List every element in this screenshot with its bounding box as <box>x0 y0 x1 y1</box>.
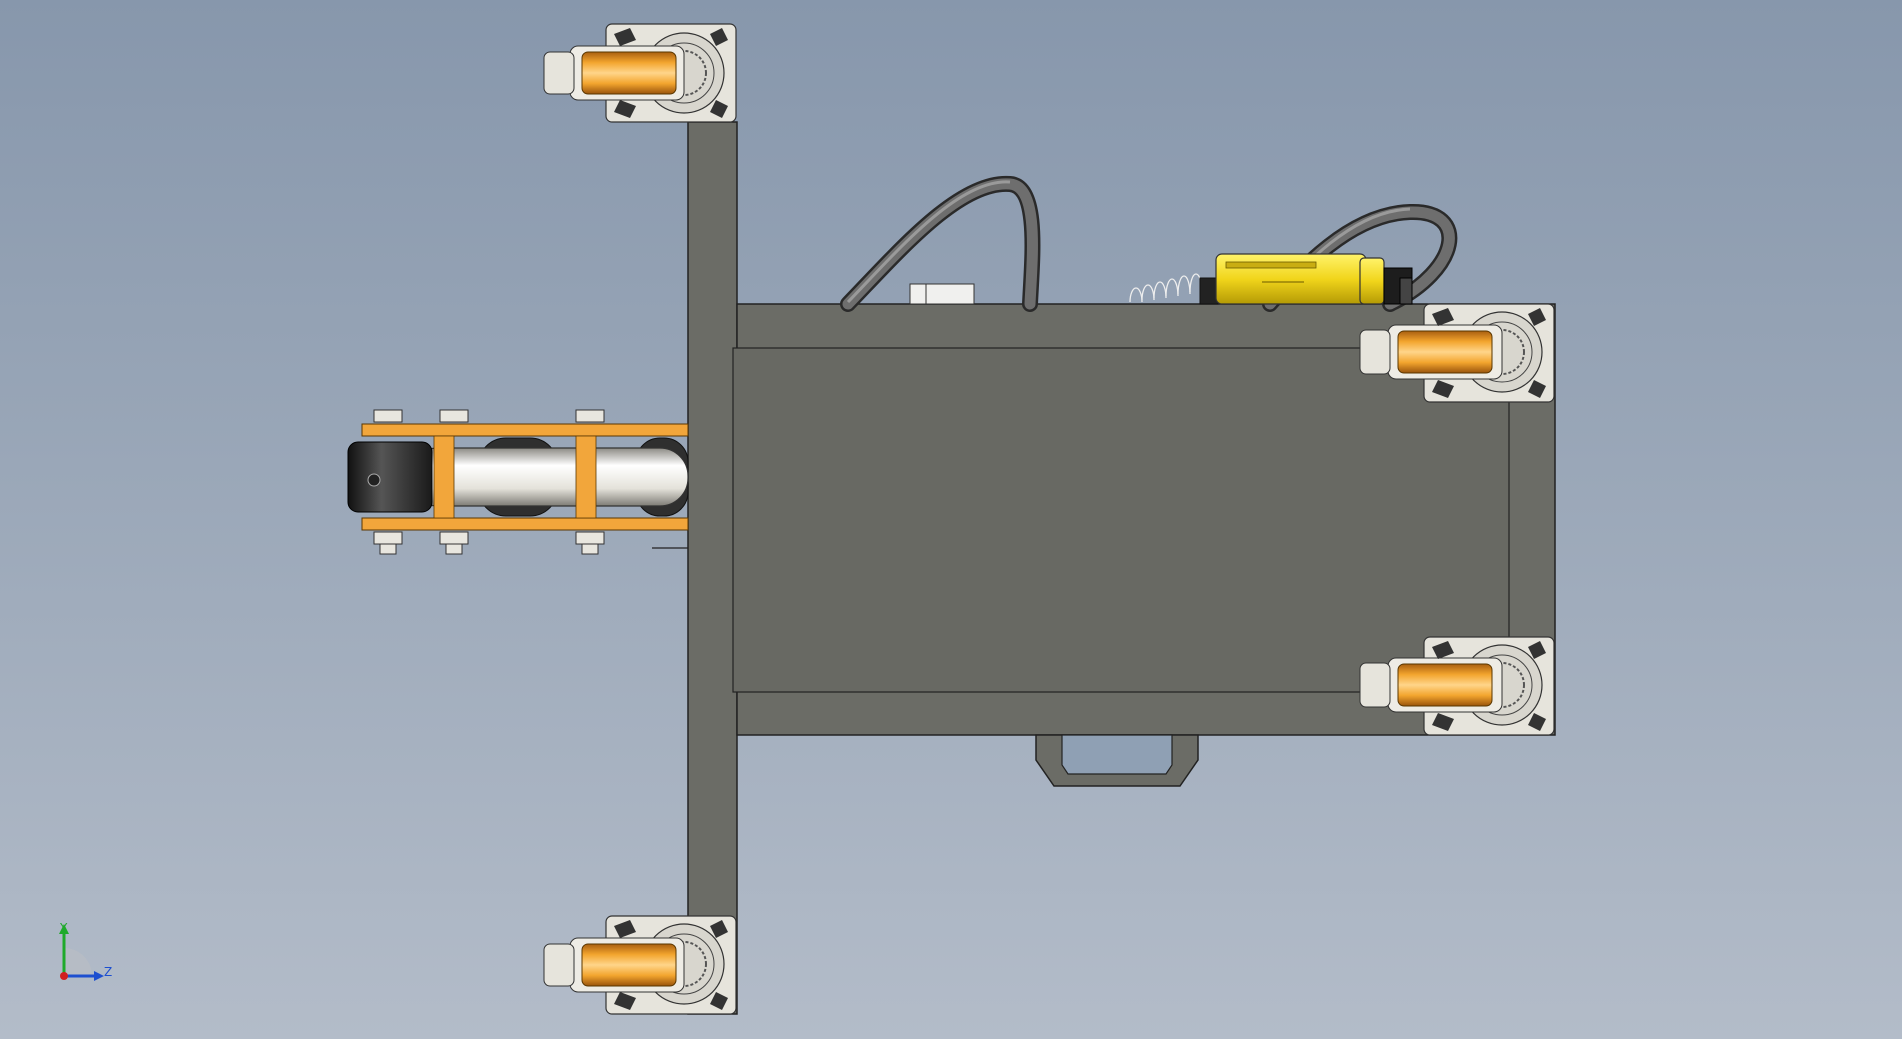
cart-frame[interactable] <box>687 121 1556 1015</box>
drive-motor[interactable] <box>1129 253 1413 305</box>
frame-vertical-beam[interactable] <box>687 121 738 1015</box>
y-axis-label: Y <box>59 921 68 935</box>
z-axis-label: Z <box>104 965 112 979</box>
hitch-bottom-plate[interactable] <box>361 517 689 531</box>
cable-left[interactable] <box>840 175 1041 312</box>
caster-wheel[interactable] <box>1397 330 1493 374</box>
hitch-top-plate[interactable] <box>361 423 689 437</box>
motor-body[interactable] <box>1215 253 1367 305</box>
caster-wheel[interactable] <box>581 51 677 95</box>
motor-spring <box>1129 273 1203 303</box>
hitch-bolts <box>373 409 605 555</box>
hitch-end-block[interactable] <box>347 441 433 513</box>
caster-right-top[interactable] <box>1359 303 1555 403</box>
x-axis-dot <box>60 972 68 980</box>
frame-inner-panel[interactable] <box>732 347 1510 693</box>
caster-wheel[interactable] <box>581 943 677 987</box>
orientation-triad[interactable]: Y Z <box>59 921 112 981</box>
caster-right-bottom[interactable] <box>1359 636 1555 736</box>
connector-box[interactable] <box>909 283 975 305</box>
caster-top-left[interactable] <box>543 23 737 123</box>
caster-bottom-left[interactable] <box>543 915 737 1015</box>
tow-hitch-assembly[interactable] <box>347 409 689 555</box>
frame-handle[interactable] <box>1035 734 1199 787</box>
caster-wheel[interactable] <box>1397 663 1493 707</box>
